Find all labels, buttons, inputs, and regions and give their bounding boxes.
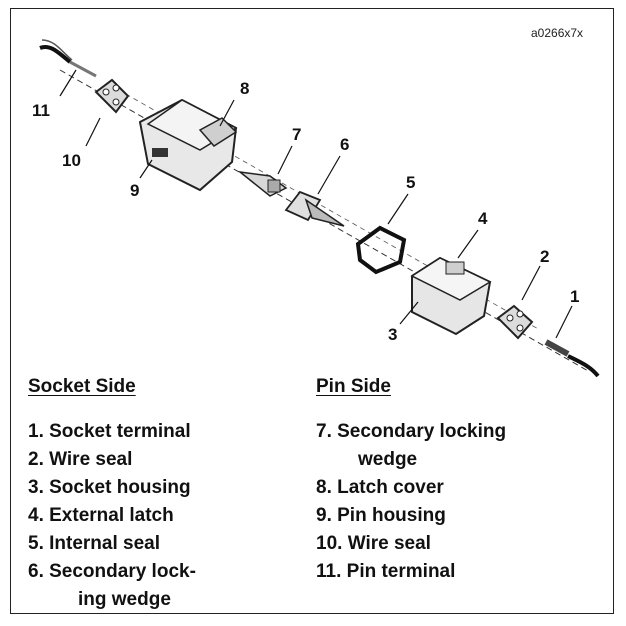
legend-item: 2. Wire seal	[28, 449, 133, 470]
socket-terminal-part	[544, 339, 600, 378]
callout-11: 11	[32, 101, 50, 120]
legend-item: 11. Pin terminal	[316, 561, 456, 582]
callout-9: 9	[130, 181, 139, 200]
socket-locking-wedge-part	[284, 190, 345, 227]
callout-8: 8	[240, 79, 249, 98]
pin-side-list: 7. Secondary locking wedge 8. Latch cove…	[316, 418, 506, 586]
pin-terminal-part	[39, 39, 97, 78]
callout-1: 1	[570, 287, 579, 306]
legend-item: 8. Latch cover	[316, 477, 444, 498]
legend-item: 9. Pin housing	[316, 505, 446, 526]
external-latch-shape	[445, 261, 465, 275]
socket-wire-seal-part	[496, 304, 534, 340]
callout-4: 4	[478, 209, 488, 228]
callout-3: 3	[388, 325, 397, 344]
legend-item: 4. External latch	[28, 505, 174, 526]
internal-seal-part	[355, 225, 407, 275]
pin-housing-part	[138, 98, 238, 192]
pin-side-heading: Pin Side	[316, 376, 391, 397]
legend-item: 5. Internal seal	[28, 533, 161, 554]
callout-6: 6	[340, 135, 349, 154]
legend-item: 6. Secondary lock-	[28, 561, 196, 582]
callout-5: 5	[406, 173, 415, 192]
legend-item-continuation: wedge	[358, 449, 418, 470]
legend-item: 3. Socket housing	[28, 477, 191, 498]
figure-id: a0266x7x	[531, 26, 584, 40]
legend-item: 10. Wire seal	[316, 533, 431, 554]
leader-lines	[59, 69, 573, 339]
legend-item: 1. Socket terminal	[28, 421, 191, 442]
legend-item-continuation: ing wedge	[78, 589, 171, 610]
legend-item: 7. Secondary locking	[316, 421, 507, 442]
latch-cover-part	[198, 117, 238, 147]
socket-side-list: 1. Socket terminal 2. Wire seal 3. Socke…	[28, 418, 196, 614]
pin-wire-seal-part	[94, 78, 130, 114]
socket-side-heading: Socket Side	[28, 376, 136, 397]
callout-10: 10	[62, 151, 81, 170]
callout-7: 7	[292, 125, 301, 144]
pin-locking-wedge-part	[237, 170, 288, 197]
callout-2: 2	[540, 247, 549, 266]
socket-housing-part	[410, 256, 492, 336]
